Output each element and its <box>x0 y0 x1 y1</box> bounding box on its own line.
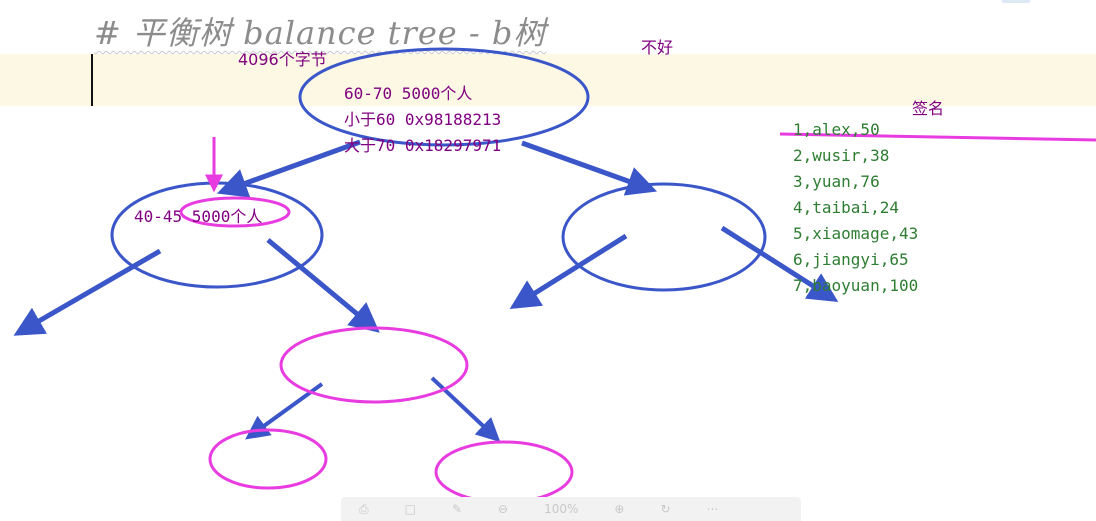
zoom-out-icon[interactable]: ⊖ <box>498 502 509 516</box>
record-row: 5,xiaomage,43 <box>793 224 919 243</box>
range-highlight-ellipse <box>179 196 291 228</box>
viewer-toolbar: ⎙ □ ✎ ⊖ 100% ⊕ ↻ ⋯ <box>341 497 801 521</box>
right-node-ellipse <box>561 182 767 292</box>
record-row: 1,alex,50 <box>793 120 880 139</box>
note-bad: 不好 <box>641 38 674 57</box>
leaf-right-ellipse <box>434 440 574 504</box>
right-node-left-arrow <box>509 233 628 309</box>
record-row: 6,jiangyi,65 <box>793 250 909 269</box>
root-node-greater-pointer: 大于70 0x18297971 <box>344 136 502 155</box>
record-row: 3,yuan,76 <box>793 172 880 191</box>
zoom-in-icon[interactable]: ⊕ <box>614 502 625 516</box>
leaf-left-ellipse <box>208 428 328 490</box>
record-row: 4,taibai,24 <box>793 198 899 217</box>
note-page-size: 4096个字节 <box>238 50 327 69</box>
page-heading: # 平衡树 balance tree - b树 <box>94 14 547 52</box>
root-node-less-pointer: 小于60 0x98188213 <box>344 110 502 129</box>
more-icon[interactable]: ⋯ <box>706 502 719 516</box>
text-cursor <box>91 54 93 106</box>
record-row: 2,wusir,38 <box>793 146 890 165</box>
note-signature: 签名 <box>912 99 945 118</box>
edit-icon[interactable]: ✎ <box>451 502 463 516</box>
print-icon[interactable]: ⎙ <box>359 501 369 516</box>
fit-page-icon[interactable]: □ <box>404 502 416 516</box>
signature-underline <box>779 132 1096 142</box>
child-node-right-arrow <box>430 376 501 443</box>
left-node-range: 40-45 5000个人 <box>134 207 263 226</box>
zoom-level: 100% <box>544 502 579 516</box>
root-node-range: 60-70 5000个人 <box>344 84 473 103</box>
root-to-right-arrow <box>521 140 658 196</box>
right-node-right-arrow <box>720 225 839 303</box>
window-corner-mark <box>1002 0 1030 3</box>
record-row: 7,baoyuan,100 <box>793 276 919 295</box>
root-to-left-arrow <box>216 139 361 198</box>
root-node-ellipse <box>298 47 590 147</box>
child-node-ellipse <box>279 326 469 404</box>
left-node-right-arrow <box>266 238 380 333</box>
rotate-icon[interactable]: ↻ <box>660 502 671 516</box>
left-node-left-arrow <box>13 248 162 336</box>
